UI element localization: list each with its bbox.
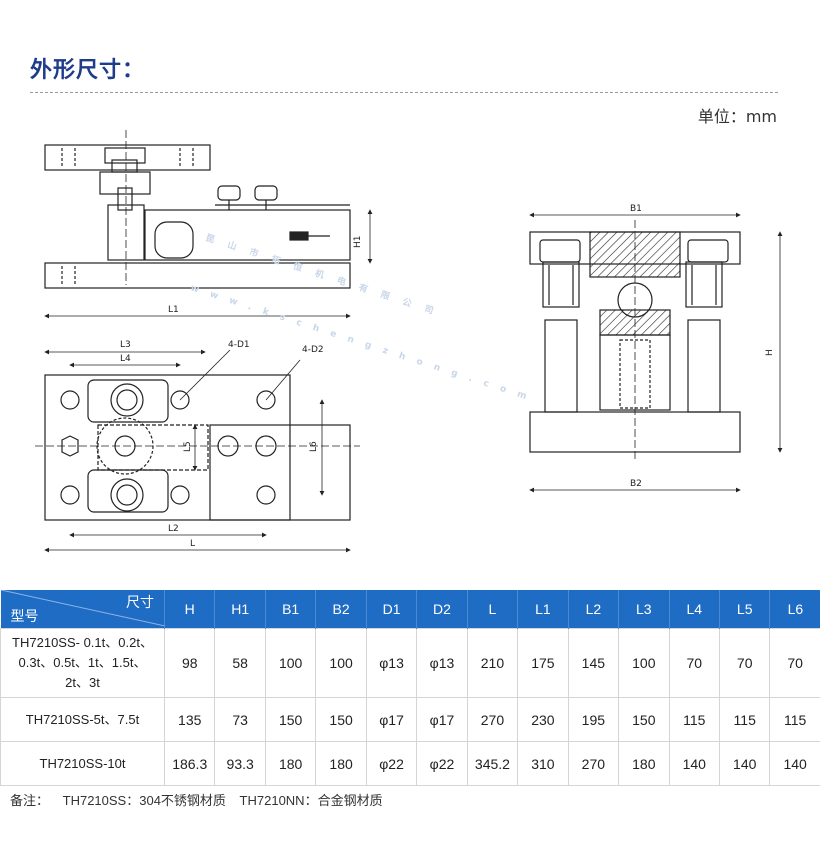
model-line: 2t、3t	[65, 675, 100, 690]
column-header: D1	[366, 590, 418, 629]
dim-label-l5: L5	[183, 441, 193, 452]
value-cell: 115	[769, 697, 820, 742]
column-header: H1	[214, 590, 266, 629]
value-cell: φ17	[365, 697, 418, 742]
value-cell: 195	[567, 697, 620, 742]
column-header: L4	[669, 590, 720, 629]
value-cell: 93.3	[214, 741, 266, 786]
value-cell: 180	[264, 741, 317, 786]
corner-diagonal	[0, 590, 165, 626]
value-cell: 180	[618, 741, 670, 786]
value-cell: 140	[668, 741, 720, 786]
title-divider	[30, 92, 778, 93]
value-cell: 150	[315, 697, 367, 742]
column-header: L2	[568, 590, 620, 629]
value-cell: 58	[214, 628, 266, 698]
table-row: TH7210SS- 0.1t、0.2t、 0.3t、0.5t、1t、1.5t、 …	[0, 628, 820, 698]
value-cell: 210	[466, 628, 519, 698]
value-cell: 270	[466, 697, 519, 742]
unit-label: 单位：mm	[697, 107, 777, 126]
column-header: L5	[719, 590, 771, 629]
side-view	[529, 212, 783, 493]
column-header: L	[467, 590, 519, 629]
dim-label-l1: L1	[168, 305, 179, 315]
dim-label-l: L	[190, 539, 195, 549]
value-cell: 345.2	[466, 741, 519, 786]
column-header: D2	[416, 590, 468, 629]
note-ss: TH7210SS：304不锈钢材质	[62, 793, 226, 808]
dim-label-l3: L3	[120, 340, 131, 350]
value-cell: 140	[769, 741, 820, 786]
material-note: 备注： TH7210SS：304不锈钢材质 TH7210NN：合金钢材质	[10, 790, 393, 809]
value-cell: 175	[517, 628, 569, 698]
value-cell: 140	[718, 741, 771, 786]
value-cell: 73	[214, 697, 266, 742]
value-cell: 115	[668, 697, 720, 742]
value-cell: 70	[718, 628, 771, 698]
dim-label-d1: 4-D1	[228, 340, 250, 350]
value-cell: φ22	[416, 741, 468, 786]
note-nn: TH7210NN：合金钢材质	[239, 793, 383, 808]
dim-label-l4: L4	[120, 354, 131, 364]
value-cell: 270	[567, 741, 620, 786]
value-cell: 150	[618, 697, 670, 742]
column-header: L3	[618, 590, 670, 629]
column-header: B2	[315, 590, 367, 629]
value-cell: 100	[315, 628, 367, 698]
corner-label-size: 尺寸	[126, 594, 154, 610]
value-cell: φ13	[416, 628, 468, 698]
value-cell: 70	[769, 628, 820, 698]
dim-label-h: H	[765, 349, 775, 356]
dim-label-b1: B1	[630, 204, 642, 214]
value-cell: 115	[718, 697, 771, 742]
model-line: TH7210SS-10t	[39, 755, 126, 771]
model-line: TH7210SS-5t、7.5t	[25, 711, 140, 727]
model-cell: TH7210SS-10t	[0, 741, 165, 786]
value-cell: 186.3	[163, 741, 216, 786]
column-header: B1	[265, 590, 317, 629]
model-cell: TH7210SS-5t、7.5t	[0, 697, 165, 742]
value-cell: φ13	[365, 628, 418, 698]
value-cell: 70	[668, 628, 720, 698]
column-header: L1	[517, 590, 569, 629]
table-header-row: 尺寸 型号 H H1 B1 B2 D1 D2 L L1 L2 L3 L4 L5 …	[0, 590, 820, 629]
value-cell: φ22	[365, 741, 418, 786]
value-cell: 100	[264, 628, 317, 698]
column-header: L6	[769, 590, 820, 629]
model-line: 0.3t、0.5t、1t、1.5t、	[18, 655, 147, 670]
corner-label-model: 型号	[10, 608, 39, 624]
page-title: 外形尺寸：	[30, 58, 146, 83]
column-header: H	[164, 590, 216, 629]
watermark: 昆山市拓恒机电有限公司 www.kschengzhong.com	[189, 231, 539, 405]
model-cell: TH7210SS- 0.1t、0.2t、 0.3t、0.5t、1t、1.5t、 …	[0, 628, 165, 698]
dim-label-h1: H1	[353, 236, 363, 249]
value-cell: 150	[264, 697, 317, 742]
value-cell: 135	[163, 697, 216, 742]
model-line: TH7210SS- 0.1t、0.2t、	[12, 635, 153, 650]
value-cell: 145	[567, 628, 620, 698]
value-cell: 100	[618, 628, 670, 698]
top-view	[35, 349, 360, 553]
note-label: 备注：	[10, 793, 50, 808]
value-cell: 180	[315, 741, 367, 786]
technical-drawing: H1 L1 L3 L4 4-D1 4-D2 L5 L6 L	[35, 130, 783, 553]
value-cell: 98	[163, 628, 216, 698]
value-cell: 310	[517, 741, 569, 786]
value-cell: φ17	[416, 697, 468, 742]
front-view	[44, 130, 373, 319]
spec-table: 尺寸 型号 H H1 B1 B2 D1 D2 L L1 L2 L3 L4 L5 …	[0, 590, 820, 786]
value-cell: 230	[517, 697, 569, 742]
dim-label-l6: L6	[309, 441, 319, 452]
table-row: TH7210SS-5t、7.5t 135 73 150 150 φ17 φ17 …	[0, 697, 820, 742]
table-corner-cell: 尺寸 型号	[0, 590, 165, 629]
dim-label-l2: L2	[168, 524, 179, 534]
table-row: TH7210SS-10t 186.3 93.3 180 180 φ22 φ22 …	[0, 741, 820, 786]
dim-label-d2: 4-D2	[302, 345, 324, 355]
dim-label-b2: B2	[630, 479, 642, 489]
